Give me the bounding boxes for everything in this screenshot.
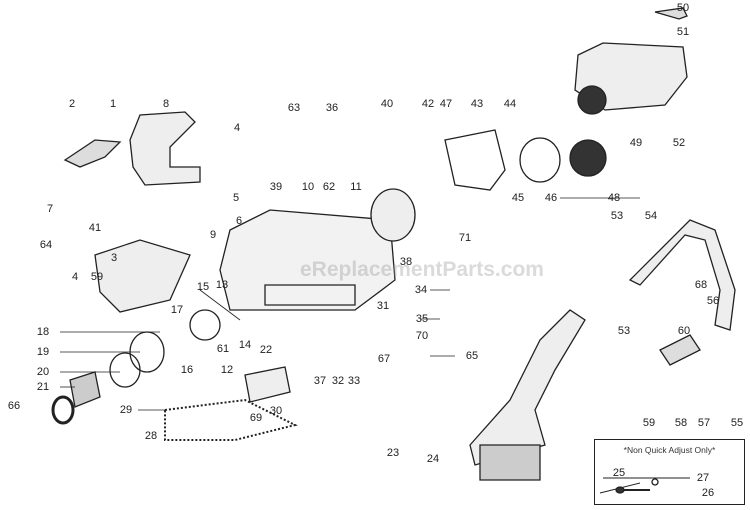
- clutch-drum-assembly: [51, 309, 221, 425]
- part-label-1: 1: [109, 98, 117, 110]
- part-label-17: 17: [170, 304, 184, 316]
- leader-lines: [60, 197, 690, 494]
- front-handle-assembly: [94, 239, 191, 313]
- part-label-21: 21: [36, 381, 50, 393]
- part-label-38: 38: [399, 256, 413, 268]
- part-label-56: 56: [706, 295, 720, 307]
- part-label-4: 4: [233, 122, 241, 134]
- part-label-59: 59: [642, 417, 656, 429]
- part-label-22: 22: [259, 344, 273, 356]
- starter-pulley: [519, 137, 607, 183]
- part-label-68: 68: [694, 279, 708, 291]
- part-label-37: 37: [313, 375, 327, 387]
- part-label-25: 25: [612, 467, 626, 479]
- watermark: eReplacementParts.com: [300, 258, 544, 281]
- part-label-42: 42: [421, 98, 435, 110]
- part-label-70: 70: [415, 330, 429, 342]
- part-label-27: 27: [696, 472, 710, 484]
- sprocket-cover: [244, 366, 291, 403]
- part-label-32: 32: [331, 375, 345, 387]
- part-label-58: 58: [674, 417, 688, 429]
- anti-vibration-mount: [659, 334, 701, 366]
- inset-non-quick-adjust: *Non Quick Adjust Only*: [594, 439, 745, 505]
- part-label-69: 69: [249, 412, 263, 424]
- part-label-40: 40: [380, 98, 394, 110]
- part-label-9: 9: [209, 229, 217, 241]
- part-label-3: 3: [110, 252, 118, 264]
- part-label-47: 47: [439, 98, 453, 110]
- part-label-34: 34: [414, 284, 428, 296]
- part-label-66: 66: [7, 400, 21, 412]
- part-label-30: 30: [269, 405, 283, 417]
- part-label-10: 10: [301, 181, 315, 193]
- part-label-2: 2: [68, 98, 76, 110]
- part-label-18: 18: [36, 326, 50, 338]
- part-label-7: 7: [46, 203, 54, 215]
- part-label-31: 31: [376, 300, 390, 312]
- part-label-39: 39: [269, 181, 283, 193]
- part-label-15: 15: [196, 281, 210, 293]
- throttle-trigger: [63, 139, 122, 168]
- starter-housing: [574, 42, 688, 115]
- part-label-35: 35: [415, 313, 429, 325]
- shroud: [444, 129, 506, 191]
- part-label-57: 57: [697, 417, 711, 429]
- part-label-49: 49: [629, 137, 643, 149]
- part-label-60: 60: [677, 325, 691, 337]
- guide-bar: [469, 309, 586, 481]
- front-handle-bar: [628, 219, 736, 331]
- part-label-33: 33: [347, 375, 361, 387]
- crankcase: [219, 209, 396, 311]
- part-label-45: 45: [511, 192, 525, 204]
- part-label-14: 14: [238, 339, 252, 351]
- part-label-67: 67: [377, 353, 391, 365]
- part-label-24: 24: [426, 453, 440, 465]
- part-label-62: 62: [322, 181, 336, 193]
- part-label-55: 55: [730, 417, 744, 429]
- part-label-6: 6: [235, 215, 243, 227]
- part-label-28: 28: [144, 430, 158, 442]
- part-label-52: 52: [672, 137, 686, 149]
- part-label-44: 44: [503, 98, 517, 110]
- chain: [164, 398, 298, 441]
- part-label-65: 65: [465, 350, 479, 362]
- part-label-8: 8: [162, 98, 170, 110]
- inset-title: *Non Quick Adjust Only*: [623, 445, 716, 455]
- part-label-63: 63: [287, 102, 301, 114]
- part-label-41: 41: [88, 222, 102, 234]
- part-label-29: 29: [119, 404, 133, 416]
- part-label-59: 59: [90, 271, 104, 283]
- part-label-50: 50: [676, 2, 690, 14]
- part-label-26: 26: [701, 487, 715, 499]
- part-label-53: 53: [617, 325, 631, 337]
- part-label-51: 51: [676, 26, 690, 38]
- part-label-61: 61: [216, 343, 230, 355]
- part-label-11: 11: [350, 181, 362, 193]
- part-label-36: 36: [325, 102, 339, 114]
- part-label-53: 53: [610, 210, 624, 222]
- part-label-19: 19: [36, 346, 50, 358]
- flywheel: [370, 188, 416, 242]
- part-label-23: 23: [386, 447, 400, 459]
- part-label-20: 20: [36, 366, 50, 378]
- part-label-71: 71: [458, 232, 472, 244]
- part-label-12: 12: [220, 364, 234, 376]
- part-label-54: 54: [644, 210, 658, 222]
- part-label-5: 5: [232, 192, 240, 204]
- part-label-48: 48: [607, 192, 621, 204]
- part-label-4: 4: [71, 271, 79, 283]
- rear-handle: [129, 111, 201, 186]
- part-label-16: 16: [180, 364, 194, 376]
- starter-handle: [654, 7, 688, 20]
- part-label-46: 46: [544, 192, 558, 204]
- part-label-13: 13: [215, 279, 229, 291]
- part-label-64: 64: [39, 239, 53, 251]
- part-label-43: 43: [470, 98, 484, 110]
- inset-parts: [615, 478, 659, 494]
